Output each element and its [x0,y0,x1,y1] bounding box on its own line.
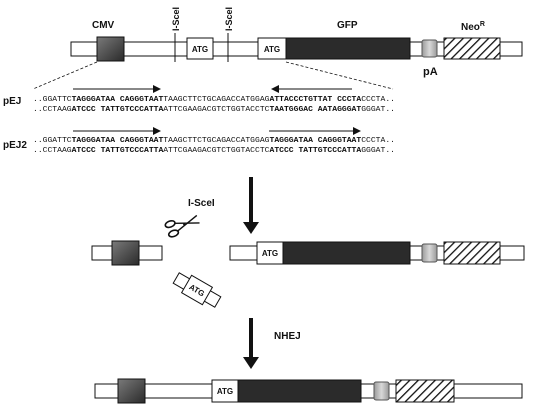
neo-superscript: R [480,21,485,28]
right-fragment-neo [443,241,501,265]
isce1-label-a: I-SceI [171,7,181,31]
gfp-label: GFP [337,20,358,31]
atg-label-2: ATG [264,45,280,54]
repair-arrow-head [243,357,259,369]
right-fragment-atg-label: ATG [262,249,278,258]
cut-step-label: I-SceI [188,198,215,209]
expansion-line-left [32,61,98,90]
pej-bot-seg: ATCCC TATTGTCCCATTA [72,106,165,114]
pej2-top-seg: ..GGATTC [33,137,72,145]
repair-step-label: NHEJ [274,331,301,342]
cut-arrow-head [243,222,259,234]
gfp-box [285,37,411,60]
pa-box [421,39,438,58]
pej2-top-seg: TAAGCTTCTGCAGACCATGGAG [163,137,269,145]
repaired-pa [373,381,390,401]
repaired-neo [395,379,455,403]
right-fragment-gfp [282,241,411,265]
cut-left-fragment [91,240,163,266]
pej2-top-seg: TAGGGATAA CAGGGTAAT [270,137,362,145]
pej-bot-seg: ATTCGAAGACGTCTGGTACCTC [163,106,269,114]
neo-label-text: Neo [461,22,480,33]
isce1-label-b: I-SceI [224,7,234,31]
pej-bot-seg: ..CCTAAG [33,106,72,114]
repaired-cmv [117,378,146,404]
cmv-box [96,36,125,62]
pej2-bot-seg: ATTCGAAGACGTCTGGTACCTC [163,147,269,155]
pej2-top-seg: TAGGGATAA CAGGGTAAT [72,137,164,145]
neo-label: NeoR [461,21,485,33]
cut-right-fragment: ATG [229,241,525,265]
pej2-bot-seg: ATCCC TATTGTCCCATTA [72,147,165,155]
pej-top-seg: CCCTA.. [361,96,395,104]
pej-top-seg: ATTACCCTGTTAT CCCTA [270,96,363,104]
pej-top-seg: ..GGATTC [33,96,72,104]
excised-atg-box [180,274,214,306]
repaired-atg-label: ATG [217,387,233,396]
pej-bot-seg: GGGAT.. [361,106,395,114]
pej2-bot-seg: ATCCC TATTGTCCCATTA [270,147,363,155]
pej-top-seg: TAAGCTTCTGCAGACCATGGAG [163,96,269,104]
pej-top-seg: TAGGGATAA CAGGGTAAT [72,96,164,104]
pej2-label: pEJ2 [3,140,27,151]
cmv-label: CMV [92,20,115,31]
atg-box-1 [186,37,214,60]
neo-box [443,37,501,60]
top-construct: CMV I-SceI ATG I-SceI ATG GFP pA NeoR [70,7,523,78]
repaired-construct: ATG [94,378,523,404]
repaired-gfp [237,379,362,403]
pej2-bot-seg: ..CCTAAG [33,147,72,155]
left-fragment-cmv [111,240,140,266]
pej-bot-seg: TAATGGGAC AATAGGGAT [270,106,362,114]
pa-label: pA [423,66,438,78]
atg-label-1: ATG [192,45,208,54]
excised-atg-fragment: ATG [172,272,222,308]
pej2-bot-seg: GGGAT.. [361,147,395,155]
scissors-icon [164,214,200,238]
pej2-top-seg: CCCTA.. [361,137,395,145]
right-fragment-pa [421,243,438,263]
pej-label: pEJ [3,96,21,107]
expansion-line-right [285,61,394,90]
